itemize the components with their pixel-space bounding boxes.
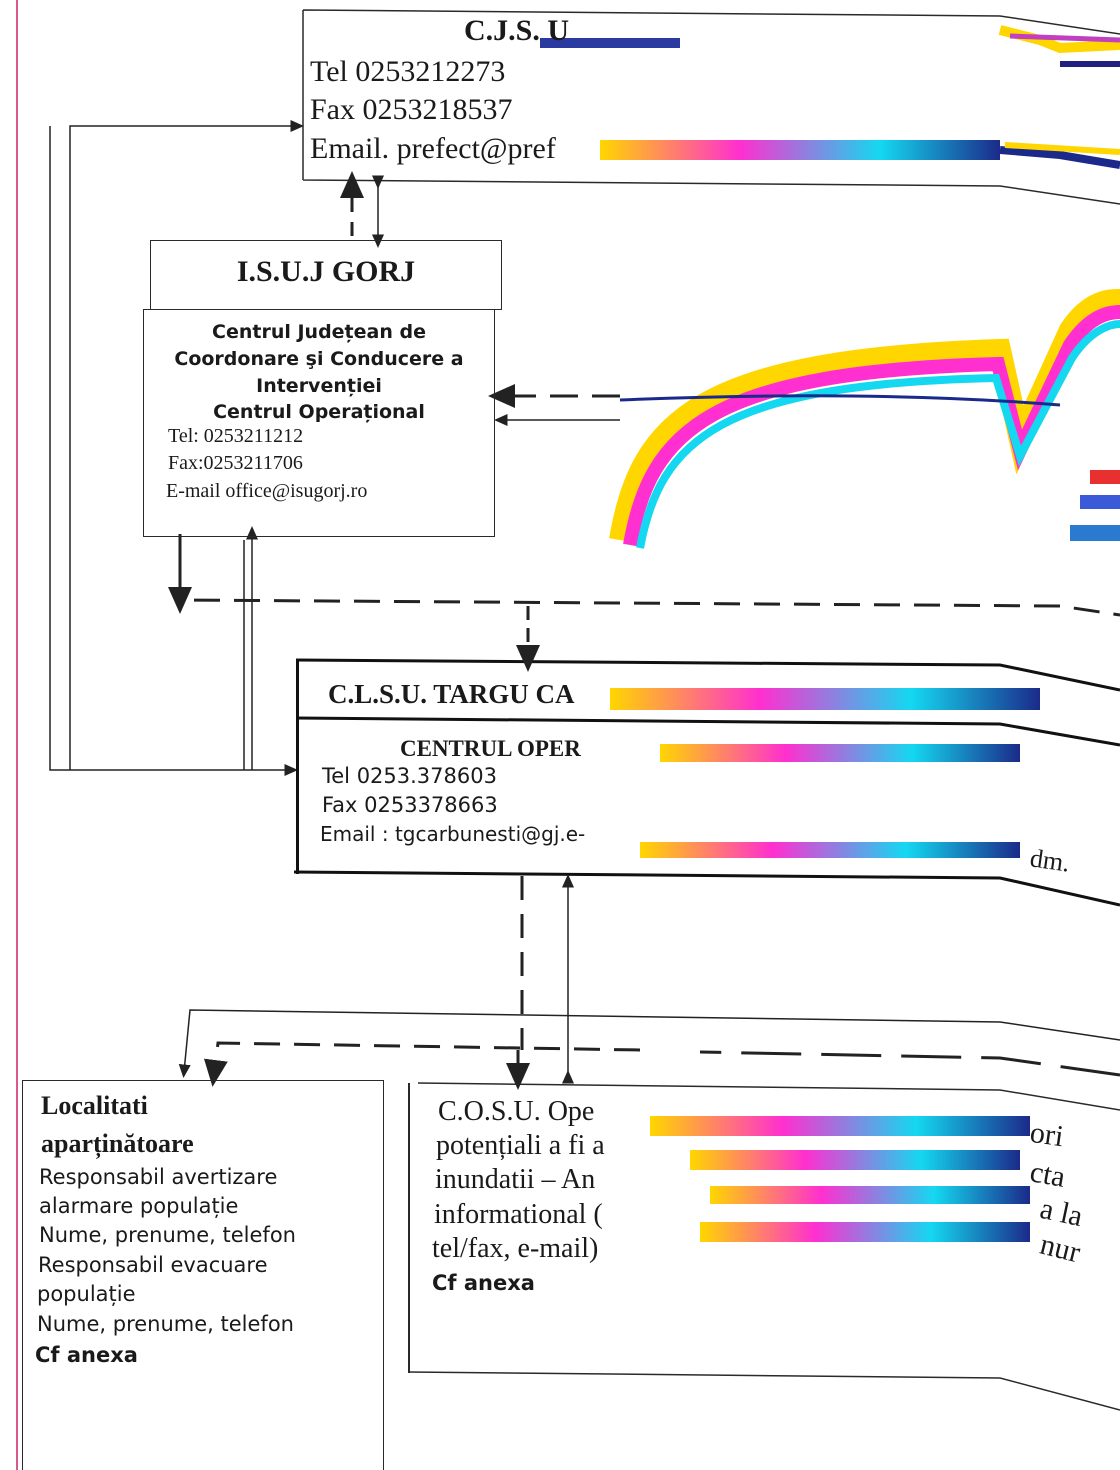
isuj-line3: Intervenției bbox=[256, 374, 382, 397]
clsu-title-box: C.L.S.U. TARGU CA bbox=[300, 663, 700, 717]
clsu-email-tail: dm. bbox=[1028, 843, 1072, 878]
page-margin-line bbox=[16, 0, 18, 1470]
cosu-line2: potențiali a fi a bbox=[436, 1130, 605, 1162]
cosu-line5: tel/fax, e-mail) bbox=[432, 1232, 599, 1264]
cosu-box: C.O.S.U. Ope potențiali a fi a inundatii… bbox=[420, 1092, 680, 1362]
isuj-line4: Centrul Operațional bbox=[213, 400, 425, 423]
localitati-line4: Responsabil evacuare bbox=[38, 1253, 268, 1278]
isuj-title: I.S.U.J GORJ bbox=[236, 255, 416, 288]
isuj-box: Centrul Județean de Coordonare şi Conduc… bbox=[143, 309, 495, 537]
localitati-line5: populație bbox=[37, 1282, 136, 1307]
cjsu-box-outline bbox=[302, 9, 1120, 205]
localitati-title2: aparținătoare bbox=[41, 1128, 194, 1158]
cosu-line1-tail: ori bbox=[1027, 1115, 1066, 1154]
cosu-line2-tail: cta bbox=[1027, 1155, 1068, 1194]
isuj-line1: Centrul Județean de bbox=[212, 321, 426, 343]
clsu-center: CENTRUL OPER bbox=[400, 736, 581, 761]
isuj-tel: Tel: 0253211212 bbox=[168, 425, 304, 448]
localitati-title1: Localitati bbox=[41, 1091, 148, 1120]
localitati-line1: Responsabil avertizare bbox=[39, 1164, 278, 1189]
localitati-line2: alarmare populație bbox=[39, 1193, 239, 1218]
clsu-title: C.L.S.U. TARGU CA bbox=[328, 679, 575, 709]
print-distortion-artifacts bbox=[540, 25, 1120, 1242]
cjsu-title: C.J.S. U bbox=[464, 14, 570, 47]
localitati-line6: Nume, prenume, telefon bbox=[37, 1312, 294, 1337]
clsu-left-edge bbox=[296, 660, 299, 874]
clsu-email: Email : tgcarbunesti@gj.e- bbox=[320, 821, 586, 846]
clsu-tel: Tel 0253.378603 bbox=[322, 764, 497, 789]
isuj-fax: Fax:0253211706 bbox=[168, 452, 303, 475]
localitati-note: Cf anexa bbox=[35, 1342, 138, 1367]
localitati-line3: Nume, prenume, telefon bbox=[39, 1223, 296, 1248]
cosu-line3: inundatii – An bbox=[435, 1164, 596, 1196]
cjsu-email: Email. prefect@pref bbox=[310, 131, 556, 165]
cosu-note: Cf anexa bbox=[432, 1270, 535, 1295]
cosu-left-edge bbox=[408, 1083, 410, 1373]
cosu-line4: informational ( bbox=[434, 1198, 603, 1230]
cjsu-box: C.J.S. U Tel 0253212273 Fax 0253218537 E… bbox=[310, 14, 650, 178]
localitati-box: Localitati aparținătoare Responsabil ave… bbox=[22, 1080, 384, 1470]
clsu-box: CENTRUL OPER Tel 0253.378603 Fax 0253378… bbox=[300, 722, 680, 872]
isuj-email: E-mail office@isugorj.ro bbox=[166, 480, 368, 503]
cosu-line1: C.O.S.U. Ope bbox=[438, 1096, 595, 1127]
cjsu-fax: Fax 0253218537 bbox=[310, 93, 513, 126]
cjsu-tel: Tel 0253212273 bbox=[310, 54, 506, 88]
isuj-title-box: I.S.U.J GORJ bbox=[150, 240, 502, 310]
clsu-fax: Fax 0253378663 bbox=[322, 792, 498, 817]
isuj-line2: Coordonare şi Conducere a bbox=[174, 347, 464, 370]
